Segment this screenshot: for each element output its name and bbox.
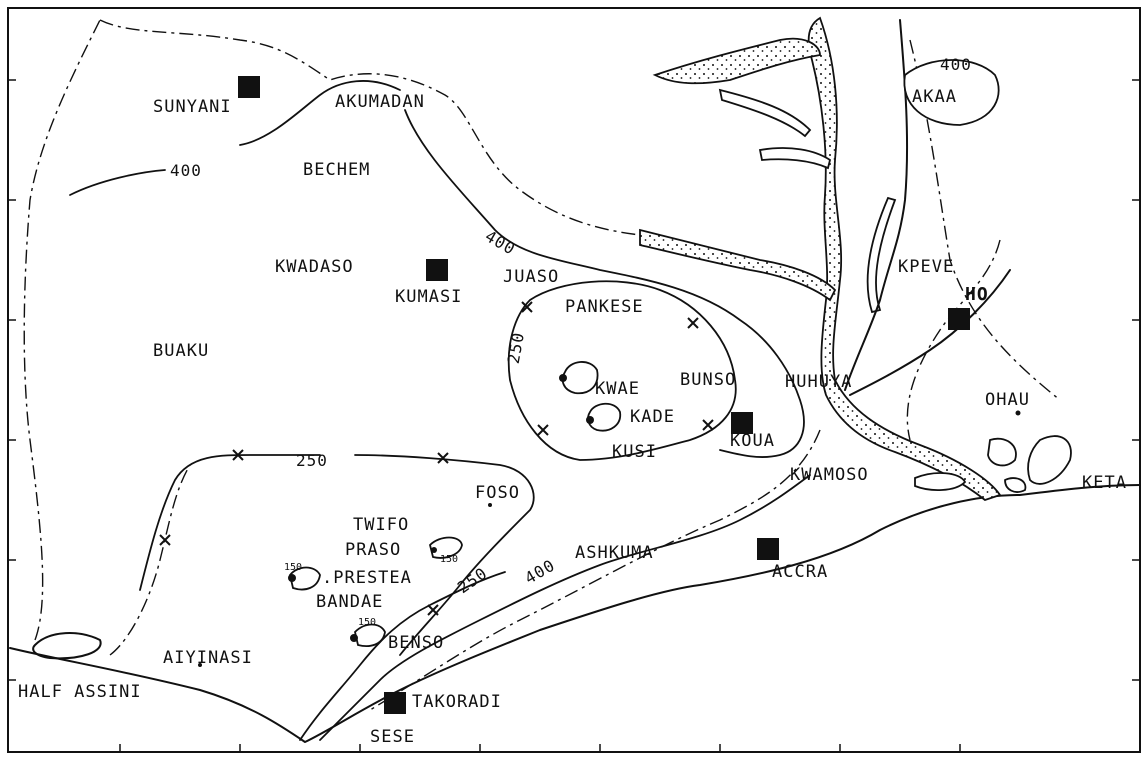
label-keta: KETA [1082, 473, 1127, 493]
label-akumadan: AKUMADAN [335, 92, 425, 112]
map-frame [7, 7, 1141, 753]
isoline-400-north [69, 80, 401, 196]
iso-label-400-central: 400 [482, 226, 519, 258]
isoline-400-coastal [319, 474, 811, 741]
label-aiyinasi: AIYINASI [163, 648, 253, 668]
akaa-loop [903, 59, 1000, 126]
coastline [9, 484, 1141, 743]
iso-label-150-prestea: 150 [284, 562, 302, 573]
lagoon-east-3 [1004, 477, 1027, 493]
label-benso: BENSO [388, 633, 444, 653]
label-bandae: BANDAE [316, 592, 383, 612]
marker-koua [731, 412, 753, 434]
iso-label-400-north: 400 [170, 161, 202, 180]
label-kwae: KWAE [595, 379, 640, 399]
lagoon-east-1 [987, 437, 1017, 467]
volta-river-arm-2 [718, 88, 812, 138]
isoline-250-south [299, 571, 506, 741]
label-prestea: .PRESTEA [322, 568, 412, 588]
label-kpeve: KPEVE [898, 257, 954, 277]
label-praso: PRASO [345, 540, 401, 560]
label-bechem: BECHEM [303, 160, 370, 180]
isoline-400-central [404, 109, 805, 458]
label-accra: ACCRA [772, 562, 828, 582]
station-crosses [159, 301, 714, 616]
label-kwamoso: KWAMOSO [790, 465, 869, 485]
iso-label-150-benso: 150 [358, 617, 376, 628]
volta-east-bank [844, 19, 909, 391]
label-takoradi: TAKORADI [412, 692, 502, 712]
label-kusi: KUSI [612, 442, 657, 462]
label-bunso: BUNSO [680, 370, 736, 390]
marker-sunyani [238, 76, 260, 98]
iso-label-400-akaa: 400 [940, 55, 972, 74]
iso-label-250-south: 250 [454, 563, 491, 597]
label-ohau: OHAU [985, 390, 1030, 410]
keta-lagoon [1027, 435, 1072, 485]
isoline-labels: 400 400 400 400 250 250 250 150 150 150 [170, 55, 972, 628]
marker-accra [757, 538, 779, 560]
label-foso: FOSO [475, 483, 520, 503]
iso-label-150-twifo: 150 [440, 554, 458, 565]
frame-ticks [8, 79, 1140, 752]
label-ashkuma: ASHKUMA [575, 543, 654, 563]
label-twifo: TWIFO [353, 515, 409, 535]
town-markers [238, 76, 970, 714]
volta-lake [807, 16, 1002, 502]
volta-river-arm-1 [758, 147, 832, 170]
label-huhuya: HUHUYA [785, 372, 852, 392]
coastal-lagoon-west [32, 632, 102, 660]
lagoon-east-2 [914, 472, 967, 491]
label-kade: KADE [630, 407, 675, 427]
station-dots [198, 374, 1021, 667]
label-sunyani: SUNYANI [153, 97, 232, 117]
isoline-250-west [139, 454, 321, 591]
iso-label-400-coastal: 400 [521, 555, 558, 587]
place-labels: SUNYANI AKUMADAN BECHEM KWADASO KUMASI J… [18, 87, 1127, 747]
label-pankese: PANKESE [565, 297, 644, 317]
marker-kumasi [426, 259, 448, 281]
label-juaso: JUASO [503, 267, 559, 287]
volta-tributary [849, 269, 1011, 396]
country-boundary [23, 19, 1061, 711]
marker-takoradi [384, 692, 406, 714]
label-kumasi: KUMASI [395, 287, 462, 307]
iso-label-250-loop: 250 [504, 330, 528, 365]
isoline-150-kade [587, 402, 622, 432]
isoline-250-central-loop [507, 280, 737, 461]
isoline-150-benso [354, 623, 386, 647]
label-kwadaso: KWADASO [275, 257, 354, 277]
label-sese: SESE [370, 727, 415, 747]
label-halfassini: HALF ASSINI [18, 682, 142, 702]
volta-river-arm-3 [866, 196, 897, 314]
iso-label-250-west: 250 [296, 451, 328, 470]
volta-lake-arm-west [639, 228, 837, 302]
label-ho: HO [965, 284, 989, 305]
label-akaa: AKAA [912, 87, 957, 107]
isoline-150-prestea [289, 566, 321, 591]
label-buaku: BUAKU [153, 341, 209, 361]
isoline-150-kwae [561, 361, 599, 395]
volta-lake-arm-north [652, 37, 821, 85]
label-koua: KOUA [730, 431, 775, 451]
marker-ho [948, 308, 970, 330]
isoline-150-twifo [429, 536, 463, 559]
